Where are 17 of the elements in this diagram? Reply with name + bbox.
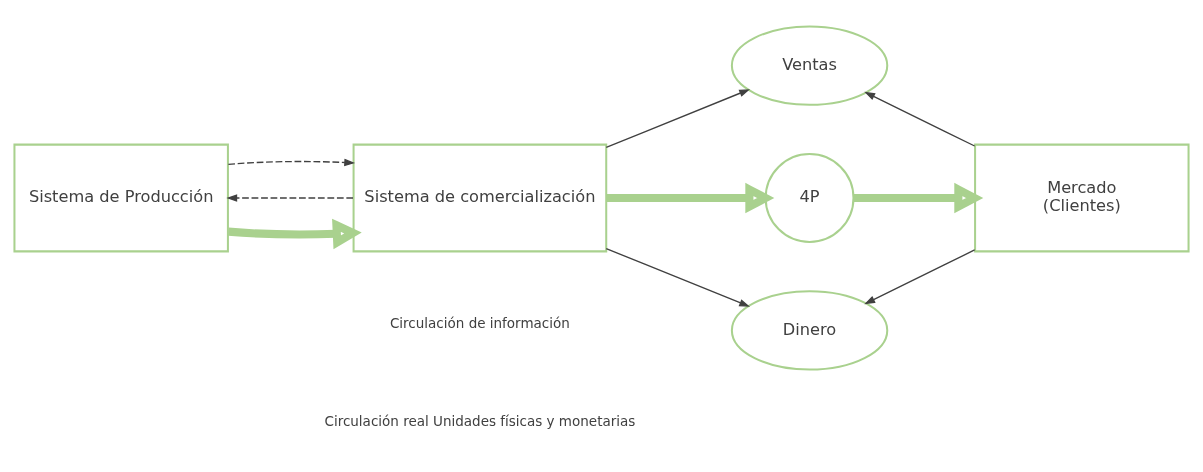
arrow — [227, 158, 356, 166]
node-circle: 4P — [764, 152, 855, 243]
node-ellipse: Dinero — [730, 289, 889, 371]
node-box: Sistema de Producción — [13, 143, 229, 252]
arrow — [605, 88, 750, 148]
node-box: Mercado (Clientes) — [974, 143, 1190, 252]
node-ellipse: Ventas — [730, 24, 889, 106]
arrow — [864, 91, 976, 147]
legend-label: Circulación de información — [389, 314, 570, 331]
node-box: Sistema de comercialización — [352, 143, 608, 252]
arrow — [226, 193, 354, 202]
arrow — [864, 248, 976, 304]
legend-label: Circulación real Unidades físicas y monetarias — [324, 412, 636, 429]
arrow — [853, 182, 984, 213]
arrow — [605, 247, 750, 307]
arrow — [228, 218, 362, 249]
arrow — [606, 182, 775, 213]
